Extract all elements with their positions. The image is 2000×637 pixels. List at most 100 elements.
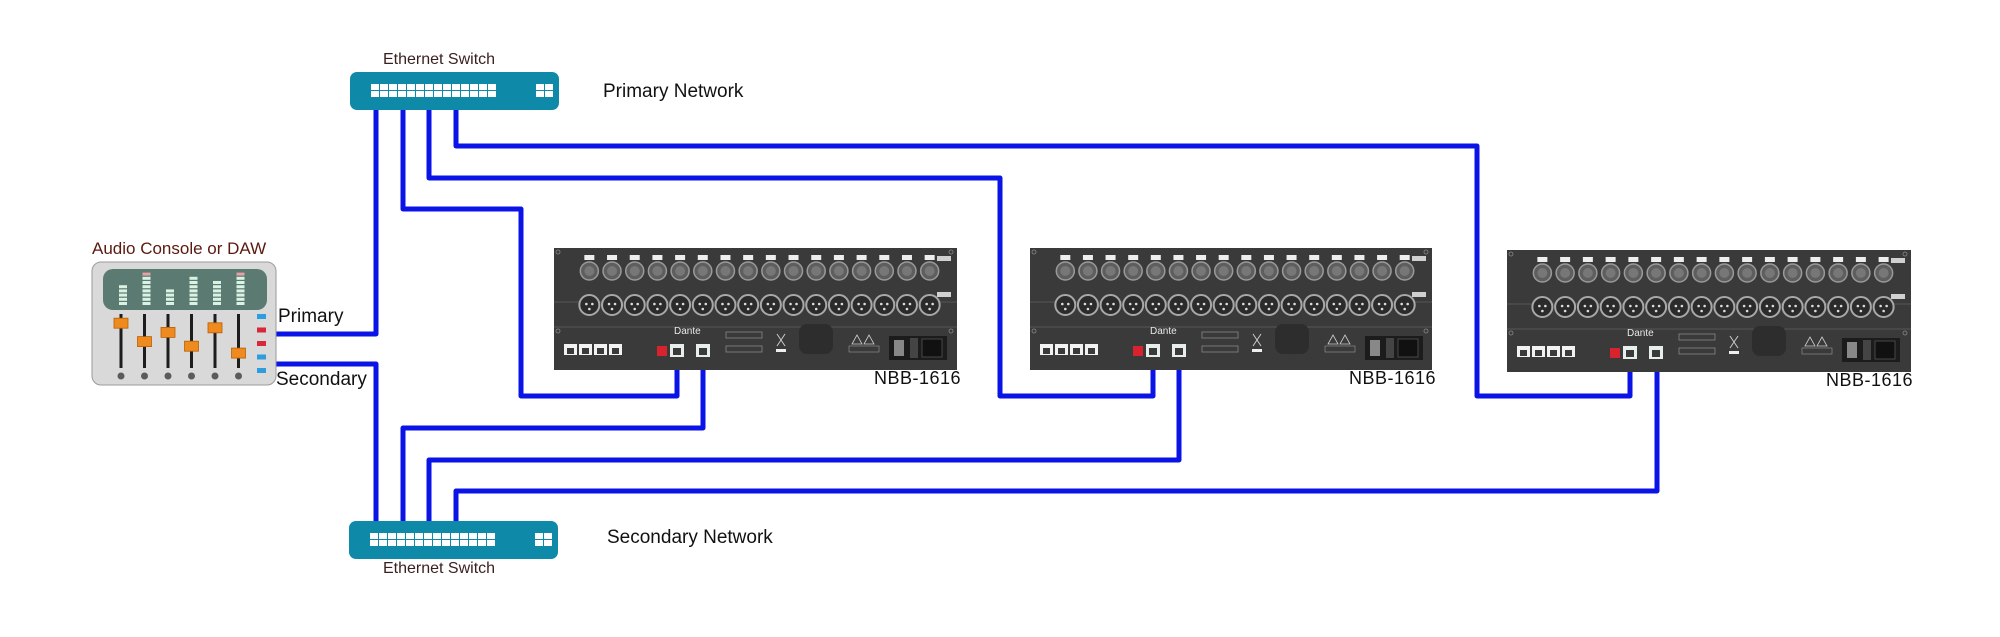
xlr-label-tag [1196,255,1207,260]
xlr-pin [1657,304,1661,308]
switch-port [379,540,387,546]
xlr-label-tag [1855,257,1866,262]
switch-port [451,533,459,539]
xlr-pin [1174,302,1177,306]
xlr-label-tag [1082,255,1093,260]
rj45-socket [1175,348,1183,355]
meter-segment [119,293,127,297]
meter-segment [142,297,151,301]
xlr-output-connector [1667,296,1690,318]
status-indicator [257,341,266,346]
panel-screw [555,328,561,334]
xlr-pin [795,302,798,306]
xlr-pin [1309,302,1313,306]
xlr-label-tag [879,255,890,260]
rj45-socket [567,348,574,354]
xlr-output-connector [1099,294,1122,316]
xlr-input-socket [584,266,595,276]
xlr-pin [721,302,724,306]
xlr-input-socket [1673,268,1684,278]
caution-icon [1327,334,1351,345]
rj45-socket [1550,350,1557,356]
xlr-output-connector [1371,294,1394,316]
xlr-input-socket [1833,268,1844,278]
uplink-port [545,84,553,90]
xlr-pin [1586,309,1590,313]
xlr-pin [1680,304,1684,308]
xlr-input-socket [1173,266,1184,276]
rj45-socket [582,348,589,354]
xlr-label-tag [1878,257,1889,262]
xlr-input-socket [833,266,844,276]
device-name-field [725,331,763,339]
switch-ports [370,533,495,546]
xlr-pin [1177,307,1180,311]
xlr-pin [902,302,906,306]
xlr-pin [1067,302,1070,306]
xlr-input-socket [1582,268,1593,278]
meter-segment [236,297,245,301]
xlr-input-socket [1605,268,1616,278]
xlr-input-socket [1810,268,1821,278]
meter-segment [236,289,245,293]
xlr-pin [588,307,591,311]
switch-port [407,91,415,97]
rj45-socket [673,348,681,355]
xlr-output-connector [1736,296,1759,318]
switch-port [433,540,441,546]
xlr-pin [811,302,815,306]
status-indicator [257,368,266,373]
switch-port [487,540,495,546]
device-name-field [1201,331,1239,339]
xlr-input-socket [1855,268,1866,278]
xlr-input-socket [1764,268,1775,278]
nbb-1616-device: Dante [554,248,957,370]
serial-number-field [725,345,763,353]
xlr-input-socket [607,266,618,276]
status-indicator [257,354,266,360]
xlr-pin [1700,309,1703,313]
switch-port [416,91,424,97]
xlr-pin [766,302,770,306]
xlr-output-connector [1781,296,1804,318]
xlr-label-tag [1128,255,1139,260]
switch-port [470,84,478,90]
rj45-socket [1058,348,1065,354]
xlr-label-tag [1560,257,1571,262]
xlr-pin [1196,302,1200,306]
console-title: Audio Console or DAW [92,239,267,258]
meter-segment [189,276,198,280]
xlr-input-socket [1060,266,1071,276]
xlr-pin [1180,302,1183,306]
xlr-pin [1361,302,1364,306]
meter-segment [142,302,151,305]
switch-port [388,533,396,539]
xlr-pin [727,302,730,306]
xlr-pin [1128,302,1132,306]
switch-port [443,84,451,90]
switch-ports [371,84,496,97]
switch-port [469,533,477,539]
xlr-pin [1134,302,1138,306]
meter-segment [189,289,198,293]
xlr-pin [1742,304,1746,308]
rj45-socket [1043,348,1050,354]
uplink-port [536,84,544,90]
xlr-label-tag [833,255,844,260]
xlr-pin [1836,309,1840,313]
switch-port [370,533,378,539]
xlr-output-connector [759,294,782,316]
switch-port [461,91,469,97]
nbb-1616-device: Dante [1507,250,1911,372]
cable-console-primary [275,110,379,337]
xlr-output-connector [1280,294,1303,316]
xlr-pin [1248,302,1251,306]
xlr-pin [1290,307,1293,311]
panel-screw [1423,249,1429,255]
xlr-pin [1267,307,1271,311]
xlr-label-tag [1241,255,1252,260]
channel-button [164,372,172,380]
fader [184,314,199,380]
xlr-output-connector [1190,294,1213,316]
xlr-input-socket [1696,268,1707,278]
